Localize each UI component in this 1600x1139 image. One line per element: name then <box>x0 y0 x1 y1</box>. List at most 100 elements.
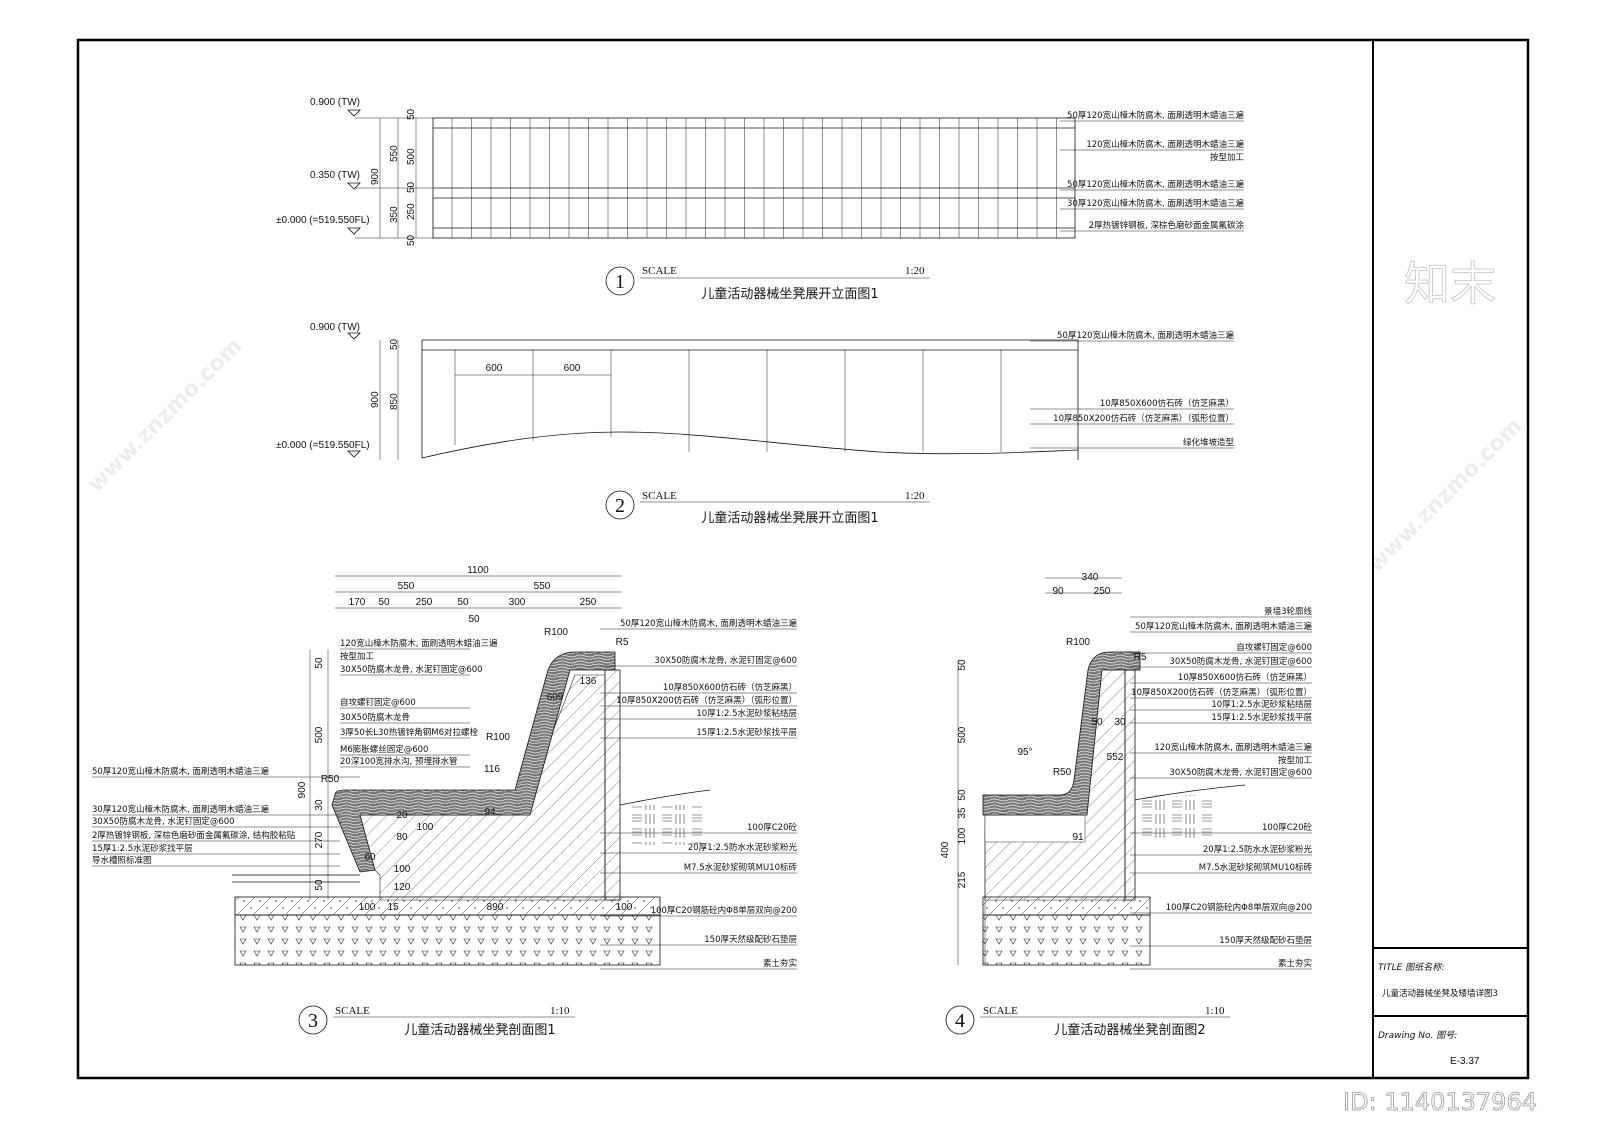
material-label: 30X50防腐木龙骨, 水泥钉固定@600 <box>340 664 483 675</box>
dimension-text: 50 <box>468 614 480 625</box>
material-label: 30X50防腐木龙骨, 水泥钉固定@600 <box>1169 656 1312 667</box>
dimension-text: 50 <box>406 108 417 120</box>
dimension-text: R100 <box>486 732 510 743</box>
section-2-drawing <box>957 577 1246 966</box>
dimension-text: 340 <box>1082 572 1099 583</box>
material-label: 绿化堆坡造型 <box>1183 437 1235 448</box>
material-label: 100厚C20钢筋砼内Φ8单层双向@200 <box>651 905 797 916</box>
scale-value: 1:20 <box>905 490 925 502</box>
detail-number: 1 <box>615 271 625 293</box>
dimension-text: 215 <box>957 871 968 888</box>
material-label: 100厚C20砼 <box>747 822 797 833</box>
watermark-logo: 知末 <box>1404 257 1496 311</box>
material-label: 20厚1:2.5防水水泥砂浆粉光 <box>1203 844 1313 855</box>
dimension-text: 50 <box>457 597 469 608</box>
dimension-text: 91 <box>1072 832 1084 843</box>
scale-value: 1:10 <box>550 1005 570 1017</box>
scale-value: 1:10 <box>1205 1005 1225 1017</box>
material-label: 按型加工 <box>1210 152 1245 163</box>
material-label: 10厚850X200仿石砖（仿芝麻黑）（弧形位置） <box>616 695 797 706</box>
dimension-text: 120 <box>394 882 411 893</box>
dimension-text: 50 <box>378 597 390 608</box>
material-label: 3厚50长L30热镀锌角钢M6对拉螺栓 <box>340 727 479 738</box>
dimension-text: 50 <box>406 181 417 193</box>
dimension-text: 550 <box>534 581 551 592</box>
dimension-text: 500 <box>957 726 968 743</box>
dimension-text: R50 <box>1053 767 1072 778</box>
material-label: 15厚1:2.5水泥砂浆找平层 <box>1211 712 1312 723</box>
drawing-title: 儿童活动器械坐凳剖面图1 <box>404 1022 555 1038</box>
level-marker: 0.350 (TW) <box>310 170 360 181</box>
dimension-text: 600 <box>486 363 503 374</box>
dimension-text: 94 <box>484 807 496 818</box>
watermark-text: www.znzmo.com <box>1363 413 1527 577</box>
material-label: 10厚1:2.5水泥砂浆粘结层 <box>1211 699 1312 710</box>
material-label: 10厚1:2.5水泥砂浆粘结层 <box>696 708 797 719</box>
detail-number-circle <box>605 266 635 296</box>
title-label: TITLE 图纸名称: <box>1378 962 1444 973</box>
dimension-text: 552 <box>1107 752 1124 763</box>
detail-number: 2 <box>615 495 625 517</box>
material-label: 50厚120宽山樟木防腐木, 面刷透明木蜡油三遍 <box>1067 110 1244 121</box>
drawing-title: 儿童活动器械坐凳剖面图2 <box>1054 1022 1205 1038</box>
material-label: 10厚850X200仿石砖（仿芝麻黑）（弧形位置） <box>1053 413 1234 424</box>
watermark-id: ID: 1140137964 <box>1343 1088 1537 1116</box>
dimension-text: 600 <box>564 363 581 374</box>
material-label: 2厚热镀锌钢板, 深棕色磨砂面金属氟碳涂 <box>1089 220 1245 231</box>
dimension-text: 900 <box>297 781 308 798</box>
detail-number-circle <box>605 490 635 520</box>
dimension-text: 95° <box>1017 747 1032 758</box>
dimension-text: 50 <box>406 234 417 246</box>
dimension-text: R5 <box>1134 652 1147 663</box>
dimension-text: R50 <box>321 774 340 785</box>
material-label: 120宽山樟木防腐木, 面刷透明木蜡油三遍 <box>340 638 498 649</box>
material-label: 30X50防腐木龙骨 <box>340 712 410 723</box>
material-label: M6膨胀螺丝固定@600 <box>340 744 428 755</box>
dimension-text: 35 <box>957 807 968 819</box>
scale-label: SCALE <box>983 1005 1018 1017</box>
dimension-text: 500 <box>406 148 417 165</box>
material-label: 10厚850X600仿石砖（仿芝麻黑） <box>1100 398 1234 409</box>
material-label: 自攻螺钉固定@600 <box>1236 642 1312 653</box>
dimension-text: R100 <box>1066 637 1090 648</box>
material-label: 120宽山樟木防腐木, 面刷透明木蜡油三遍 <box>1086 139 1244 150</box>
dimension-text: 250 <box>416 597 433 608</box>
level-marker: ±0.000 (=519.550FL) <box>276 215 370 226</box>
material-label: 15厚1:2.5水泥砂浆找平层 <box>92 843 193 854</box>
drawing-number: E-3.37 <box>1450 1056 1480 1067</box>
dimension-text: 250 <box>1094 586 1111 597</box>
dimension-text: 30 <box>1114 717 1126 728</box>
material-label: 20厚1:2.5防水水泥砂浆粉光 <box>688 842 798 853</box>
material-label: 30X50防腐木龙骨, 水泥钉固定@600 <box>92 816 235 827</box>
detail-number: 3 <box>308 1010 318 1032</box>
dimension-text: 15 <box>387 902 399 913</box>
dimension-text: 300 <box>509 597 526 608</box>
dimension-text: 50 <box>389 338 400 350</box>
material-label: 素土夯实 <box>763 958 797 969</box>
elevation-1-drawing <box>347 109 1076 239</box>
dimension-text: 890 <box>487 902 504 913</box>
material-label: 按型加工 <box>1278 755 1313 766</box>
material-label: 素土夯实 <box>1278 958 1312 969</box>
material-label: 15厚1:2.5水泥砂浆找平层 <box>696 727 797 738</box>
material-label: 50厚120宽山樟木防腐木, 面刷透明木蜡油三遍 <box>1067 179 1244 190</box>
dimension-text: R5 <box>616 637 629 648</box>
drawing-title: 儿童活动器械坐凳展开立面图1 <box>701 286 878 302</box>
dimension-text: 50 <box>314 879 325 891</box>
dimension-text: 270 <box>314 831 325 848</box>
drawing-name: 儿童活动器械坐凳及矮墙详图3 <box>1382 988 1498 999</box>
dimension-text: 30 <box>314 799 325 811</box>
material-label: 50厚120宽山樟木防腐木, 面刷透明木蜡油三遍 <box>1057 330 1234 341</box>
material-label: 30厚120宽山樟木防腐木, 面刷透明木蜡油三遍 <box>1067 198 1244 209</box>
material-label: 50厚120宽山樟木防腐木, 面刷透明木蜡油三遍 <box>1135 621 1312 632</box>
dimension-text: 100 <box>417 822 434 833</box>
material-label: 150厚天然级配砂石垫层 <box>1219 935 1312 946</box>
drawing-number-label: Drawing No. 图号: <box>1378 1030 1457 1041</box>
material-label: 10厚850X200仿石砖（仿芝麻黑）（弧形位置） <box>1131 687 1312 698</box>
material-label: 导水槽照标准图 <box>92 855 152 866</box>
dimension-text: 100 <box>616 902 633 913</box>
dimension-text: 50 <box>957 789 968 801</box>
material-label: 30X50防腐木龙骨, 水泥钉固定@600 <box>654 655 797 666</box>
dimension-text: 500 <box>314 726 325 743</box>
scale-label: SCALE <box>642 490 677 502</box>
